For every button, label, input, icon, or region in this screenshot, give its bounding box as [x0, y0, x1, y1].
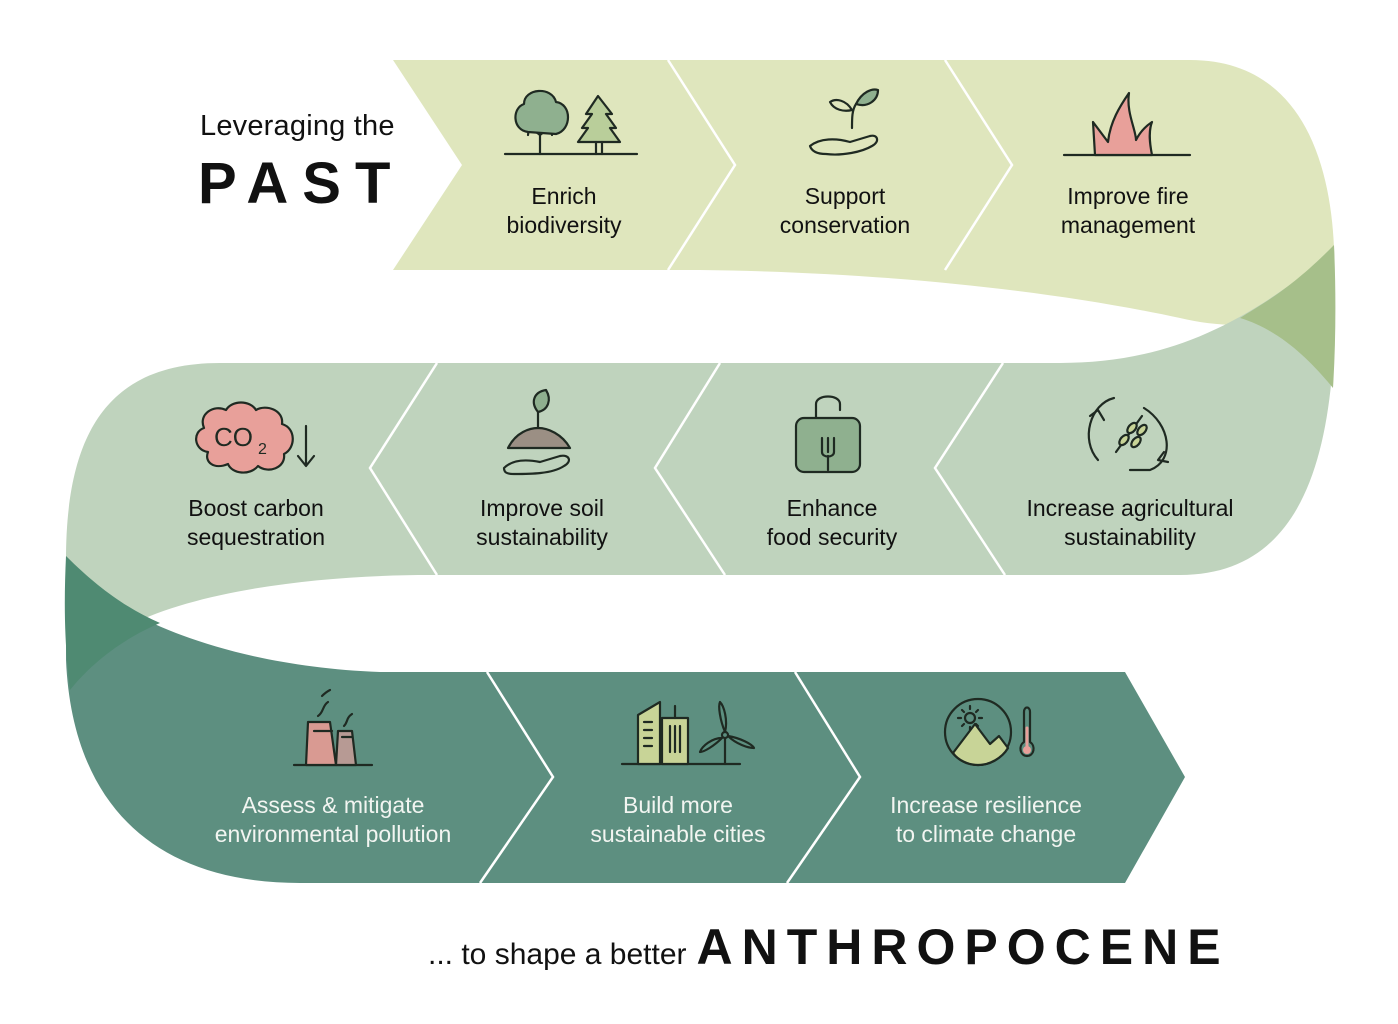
climate-thermometer-icon — [943, 697, 1035, 767]
factory-pollution-icon — [292, 688, 374, 767]
row3-band — [66, 560, 1185, 883]
soil-in-hand-icon — [502, 388, 572, 476]
step-enrich-biodiversity: Enrich biodiversity — [414, 182, 714, 240]
step-label-line1: Enrich — [531, 183, 597, 209]
row1-fold — [1240, 245, 1336, 388]
row3-divider-2 — [785, 671, 862, 884]
step-improve-fire-management: Improve fire management — [978, 182, 1278, 240]
header-lead: Leveraging the — [200, 110, 395, 142]
step-label-line1: Increase resilience — [890, 792, 1082, 818]
row2-band — [66, 250, 1335, 660]
row3-divider-1 — [478, 671, 555, 884]
plant-in-hand-icon — [808, 88, 880, 156]
step-increase-climate-resilience: Increase resilience to climate change — [836, 791, 1136, 849]
step-increase-agricultural-sustainability: Increase agricultural sustainability — [980, 494, 1280, 552]
step-label-line2: food security — [766, 524, 898, 550]
row1-divider-1 — [666, 59, 737, 271]
step-build-sustainable-cities: Build more sustainable cities — [528, 791, 828, 849]
step-boost-carbon-sequestration: Boost carbon sequestration — [106, 494, 406, 552]
step-label-line1: Enhance — [786, 495, 878, 521]
step-assess-mitigate-pollution: Assess & mitigate environmental pollutio… — [183, 791, 483, 849]
step-label-line1: Improve soil — [480, 495, 604, 521]
step-label-line2: conservation — [779, 212, 911, 238]
svg-text:2: 2 — [258, 441, 267, 458]
step-label-line2: biodiversity — [506, 212, 622, 238]
step-label-line2: management — [1060, 212, 1196, 238]
step-label-line2: environmental pollution — [214, 821, 452, 847]
step-label-line1: Increase agricultural — [1026, 495, 1234, 521]
step-label-line2: sustainable cities — [590, 821, 766, 847]
header-keyword: PAST — [198, 151, 405, 216]
footer-tagline: ... to shape a better ANTHROPOCENE — [428, 918, 1230, 976]
row2-fold — [64, 556, 160, 690]
row2-divider-2 — [653, 362, 727, 576]
step-enhance-food-security: Enhance food security — [682, 494, 982, 552]
co2-down-icon: CO 2 — [195, 401, 316, 474]
row2-divider-3 — [933, 362, 1007, 576]
step-support-conservation: Support conservation — [695, 182, 995, 240]
row2-divider-1 — [368, 362, 439, 576]
footer-keyword: ANTHROPOCENE — [696, 919, 1230, 975]
footer-lead: ... to shape a better — [428, 938, 687, 971]
food-bag-icon — [794, 395, 862, 474]
step-label-line2: sustainability — [476, 524, 608, 550]
row1-band — [393, 60, 1335, 325]
step-label-line1: Improve fire — [1067, 183, 1189, 209]
city-wind-turbine-icon — [620, 700, 756, 766]
step-label-line1: Assess & mitigate — [241, 792, 425, 818]
step-label-line1: Build more — [623, 792, 733, 818]
step-label-line1: Support — [804, 183, 886, 209]
step-improve-soil-sustainability: Improve soil sustainability — [392, 494, 692, 552]
trees-icon — [503, 89, 639, 156]
svg-text:CO: CO — [214, 422, 253, 452]
step-label-line2: sustainability — [1064, 524, 1196, 550]
step-label-line1: Boost carbon — [188, 495, 324, 521]
agriculture-cycle-icon — [1087, 396, 1170, 472]
step-label-line2: sequestration — [186, 524, 326, 550]
fire-icon — [1062, 91, 1192, 157]
row1-divider-2 — [943, 59, 1014, 271]
step-label-line2: to climate change — [895, 821, 1077, 847]
